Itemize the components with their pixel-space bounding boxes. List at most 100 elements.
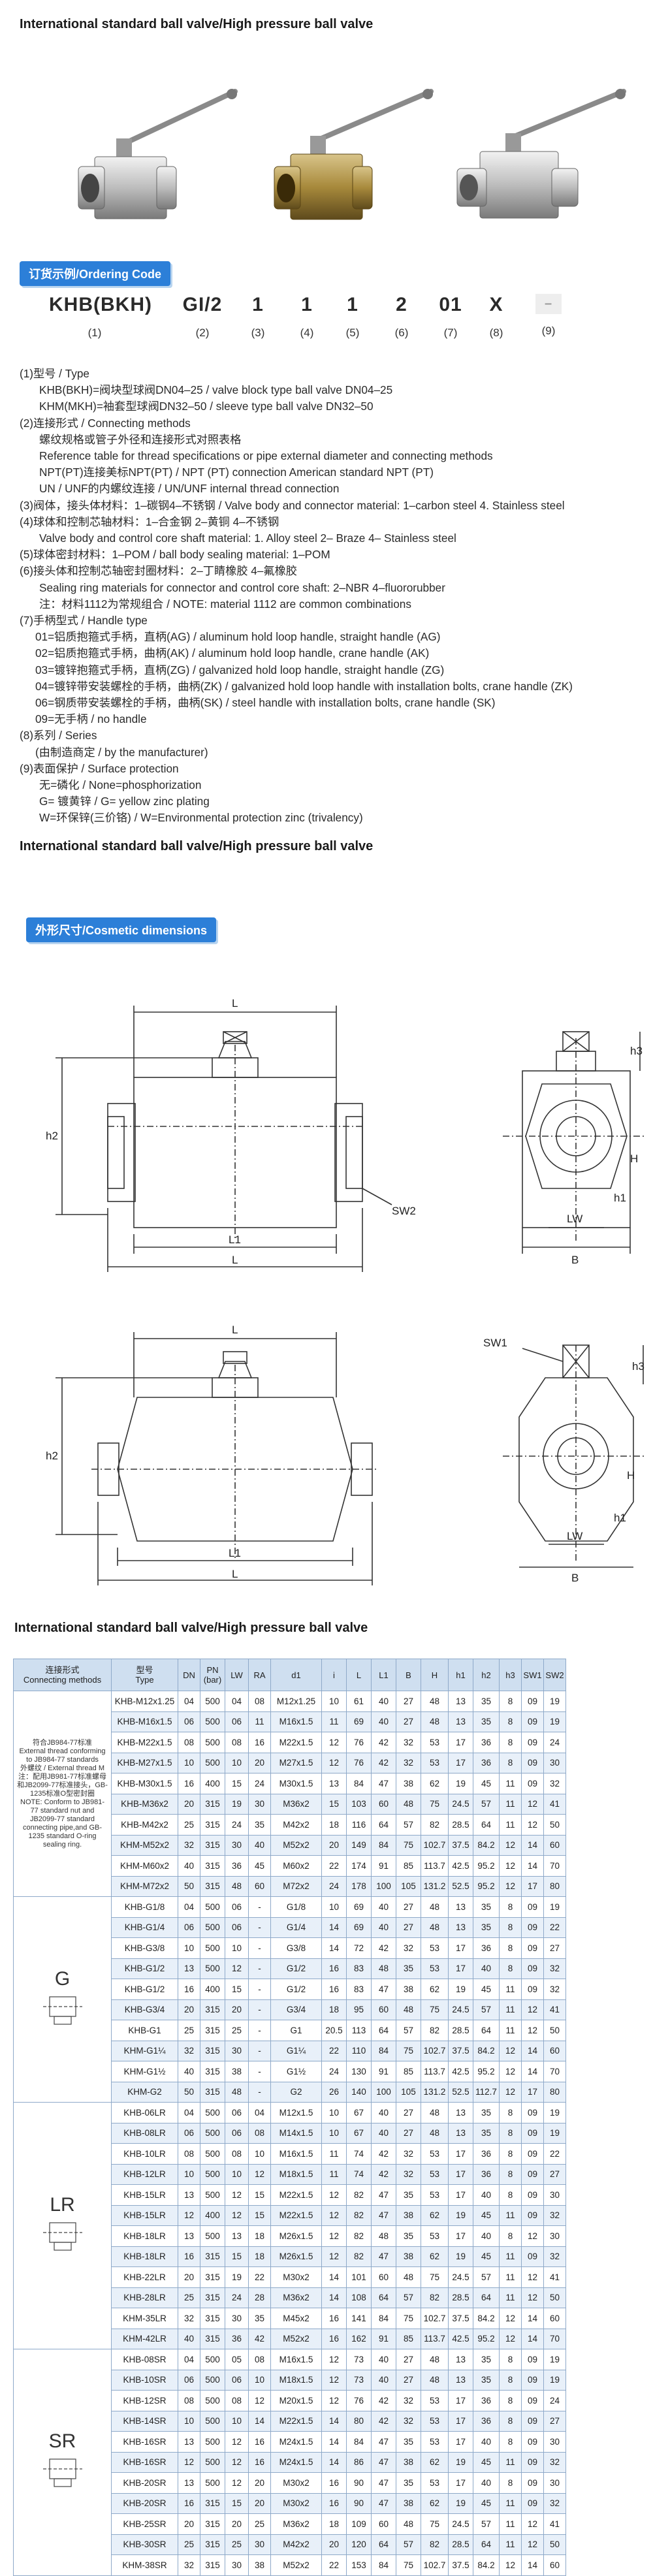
value-cell: 500 (200, 2122, 225, 2144)
value-cell: 57 (396, 2020, 421, 2041)
type-cell: KHB-G3/4 (111, 1999, 178, 2020)
value-cell: 25 (248, 2513, 271, 2535)
value-cell: 32 (543, 1979, 566, 2000)
code-item: –(9) (535, 294, 562, 338)
value-cell: 20 (321, 2534, 347, 2555)
value-cell: 40 (371, 2369, 396, 2391)
value-cell: 27 (396, 1691, 421, 1712)
value-cell: 74 (346, 2143, 372, 2165)
value-cell: 24 (321, 2061, 347, 2082)
value-cell: 75 (396, 2554, 421, 2576)
type-cell: KHB-08SR (111, 2349, 178, 2370)
value-cell: 38 (396, 2246, 421, 2267)
value-cell: 315 (200, 2287, 225, 2308)
value-cell: 53 (421, 1752, 449, 1773)
value-cell: 17 (448, 2184, 473, 2206)
value-cell: 30 (248, 1793, 271, 1815)
value-cell: 500 (200, 1732, 225, 1753)
value-cell: 10 (225, 1937, 249, 1959)
value-cell: 12 (321, 2390, 347, 2411)
value-cell: 174 (346, 1855, 372, 1877)
value-cell: 14 (321, 2410, 347, 2432)
value-cell: 42.5 (448, 2328, 473, 2349)
value-cell: 19 (225, 1793, 249, 1815)
value-cell: M30x1.5 (270, 1773, 322, 1794)
value-cell: 53 (421, 2225, 449, 2247)
value-cell: M18x1.5 (270, 2369, 322, 2391)
value-cell: 22 (321, 1855, 347, 1877)
value-cell: 36 (473, 1732, 500, 1753)
value-cell: 14 (321, 1937, 347, 1959)
value-cell: 12 (321, 1732, 347, 1753)
drawing-top: L L1 L h2 SW2 h3 H h1 LW B (26, 966, 646, 1273)
type-cell: KHM-35LR (111, 2308, 178, 2329)
thread-profile-icon (42, 1996, 82, 2025)
type-cell: KHB-18LR (111, 2246, 178, 2267)
value-cell: 75 (421, 2266, 449, 2288)
value-cell: 11 (499, 2204, 522, 2226)
value-cell: 14 (521, 1855, 544, 1877)
value-cell: 28.5 (448, 2287, 473, 2308)
value-cell: 110 (346, 2040, 372, 2061)
value-cell: G1/2 (270, 1979, 322, 2000)
value-cell: 11 (499, 1814, 522, 1836)
value-cell: 70 (543, 2328, 566, 2349)
value-cell: 84.2 (473, 1834, 500, 1856)
value-cell: 30 (225, 1834, 249, 1856)
value-cell: 18 (321, 1999, 347, 2020)
value-cell: G3/4 (270, 1999, 322, 2020)
value-cell: 15 (248, 2204, 271, 2226)
value-cell: 42 (371, 2410, 396, 2432)
code-number: (7) (443, 326, 458, 339)
value-cell: 20 (248, 1752, 271, 1773)
value-cell: 50 (178, 1875, 200, 1897)
value-cell: 28.5 (448, 2534, 473, 2555)
valve-photos (78, 89, 640, 235)
value-cell: 500 (200, 1916, 225, 1938)
value-cell: 45 (473, 1979, 500, 2000)
value-cell: 10 (178, 2410, 200, 2432)
value-cell: 400 (200, 1979, 225, 2000)
value-cell: 09 (521, 2184, 544, 2206)
value-cell: 14 (521, 2061, 544, 2082)
value-cell: 32 (396, 2163, 421, 2185)
value-cell: 48 (371, 1958, 396, 1979)
value-cell: 40 (371, 1916, 396, 1938)
value-cell: 500 (200, 1691, 225, 1712)
type-cell: KHB-M30x1.5 (111, 1773, 178, 1794)
value-cell: 315 (200, 1834, 225, 1856)
value-cell: 20 (225, 2513, 249, 2535)
value-cell: 16 (178, 2246, 200, 2267)
value-cell: 25 (178, 2020, 200, 2041)
value-cell: 75 (421, 1793, 449, 1815)
value-cell: 11 (499, 2513, 522, 2535)
value-cell: 13 (448, 2102, 473, 2123)
value-cell: 27 (396, 2349, 421, 2370)
value-cell: 53 (421, 2143, 449, 2165)
value-cell: 08 (178, 2143, 200, 2165)
value-cell: M12x1.25 (270, 1691, 322, 1712)
value-cell: 24.5 (448, 1793, 473, 1815)
value-cell: M24x1.5 (270, 2431, 322, 2453)
code-value: 1 (252, 294, 264, 315)
value-cell: 08 (225, 1732, 249, 1753)
value-cell: 17 (448, 2472, 473, 2494)
value-cell: 47 (371, 2204, 396, 2226)
description-line: (8)系列 / Series (20, 729, 97, 742)
value-cell: 08 (178, 2390, 200, 2411)
value-cell: 09 (521, 2410, 544, 2432)
value-cell: 11 (499, 2246, 522, 2267)
value-cell: 11 (499, 2287, 522, 2308)
value-cell: 09 (521, 1711, 544, 1732)
code-number: (8) (489, 326, 503, 339)
value-cell: 8 (499, 2122, 522, 2144)
value-cell: 12 (499, 2328, 522, 2349)
value-cell: 06 (225, 2102, 249, 2123)
value-cell: 32 (543, 1773, 566, 1794)
